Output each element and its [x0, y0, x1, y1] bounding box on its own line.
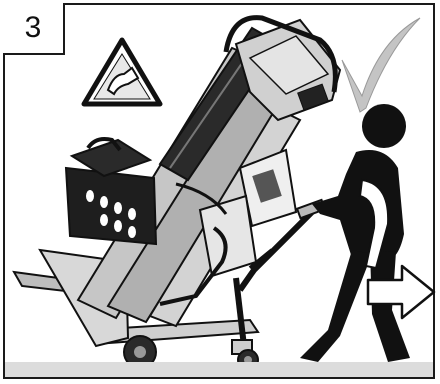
checkmark-icon	[342, 18, 420, 112]
step-number: 3	[25, 13, 42, 43]
motor-lift-trolley-icon	[14, 18, 340, 368]
bottom-strip	[5, 362, 433, 377]
crush-hazard-warning-icon	[84, 40, 160, 104]
person-pushing-icon	[300, 104, 410, 362]
step-number-box: 3	[3, 3, 65, 55]
